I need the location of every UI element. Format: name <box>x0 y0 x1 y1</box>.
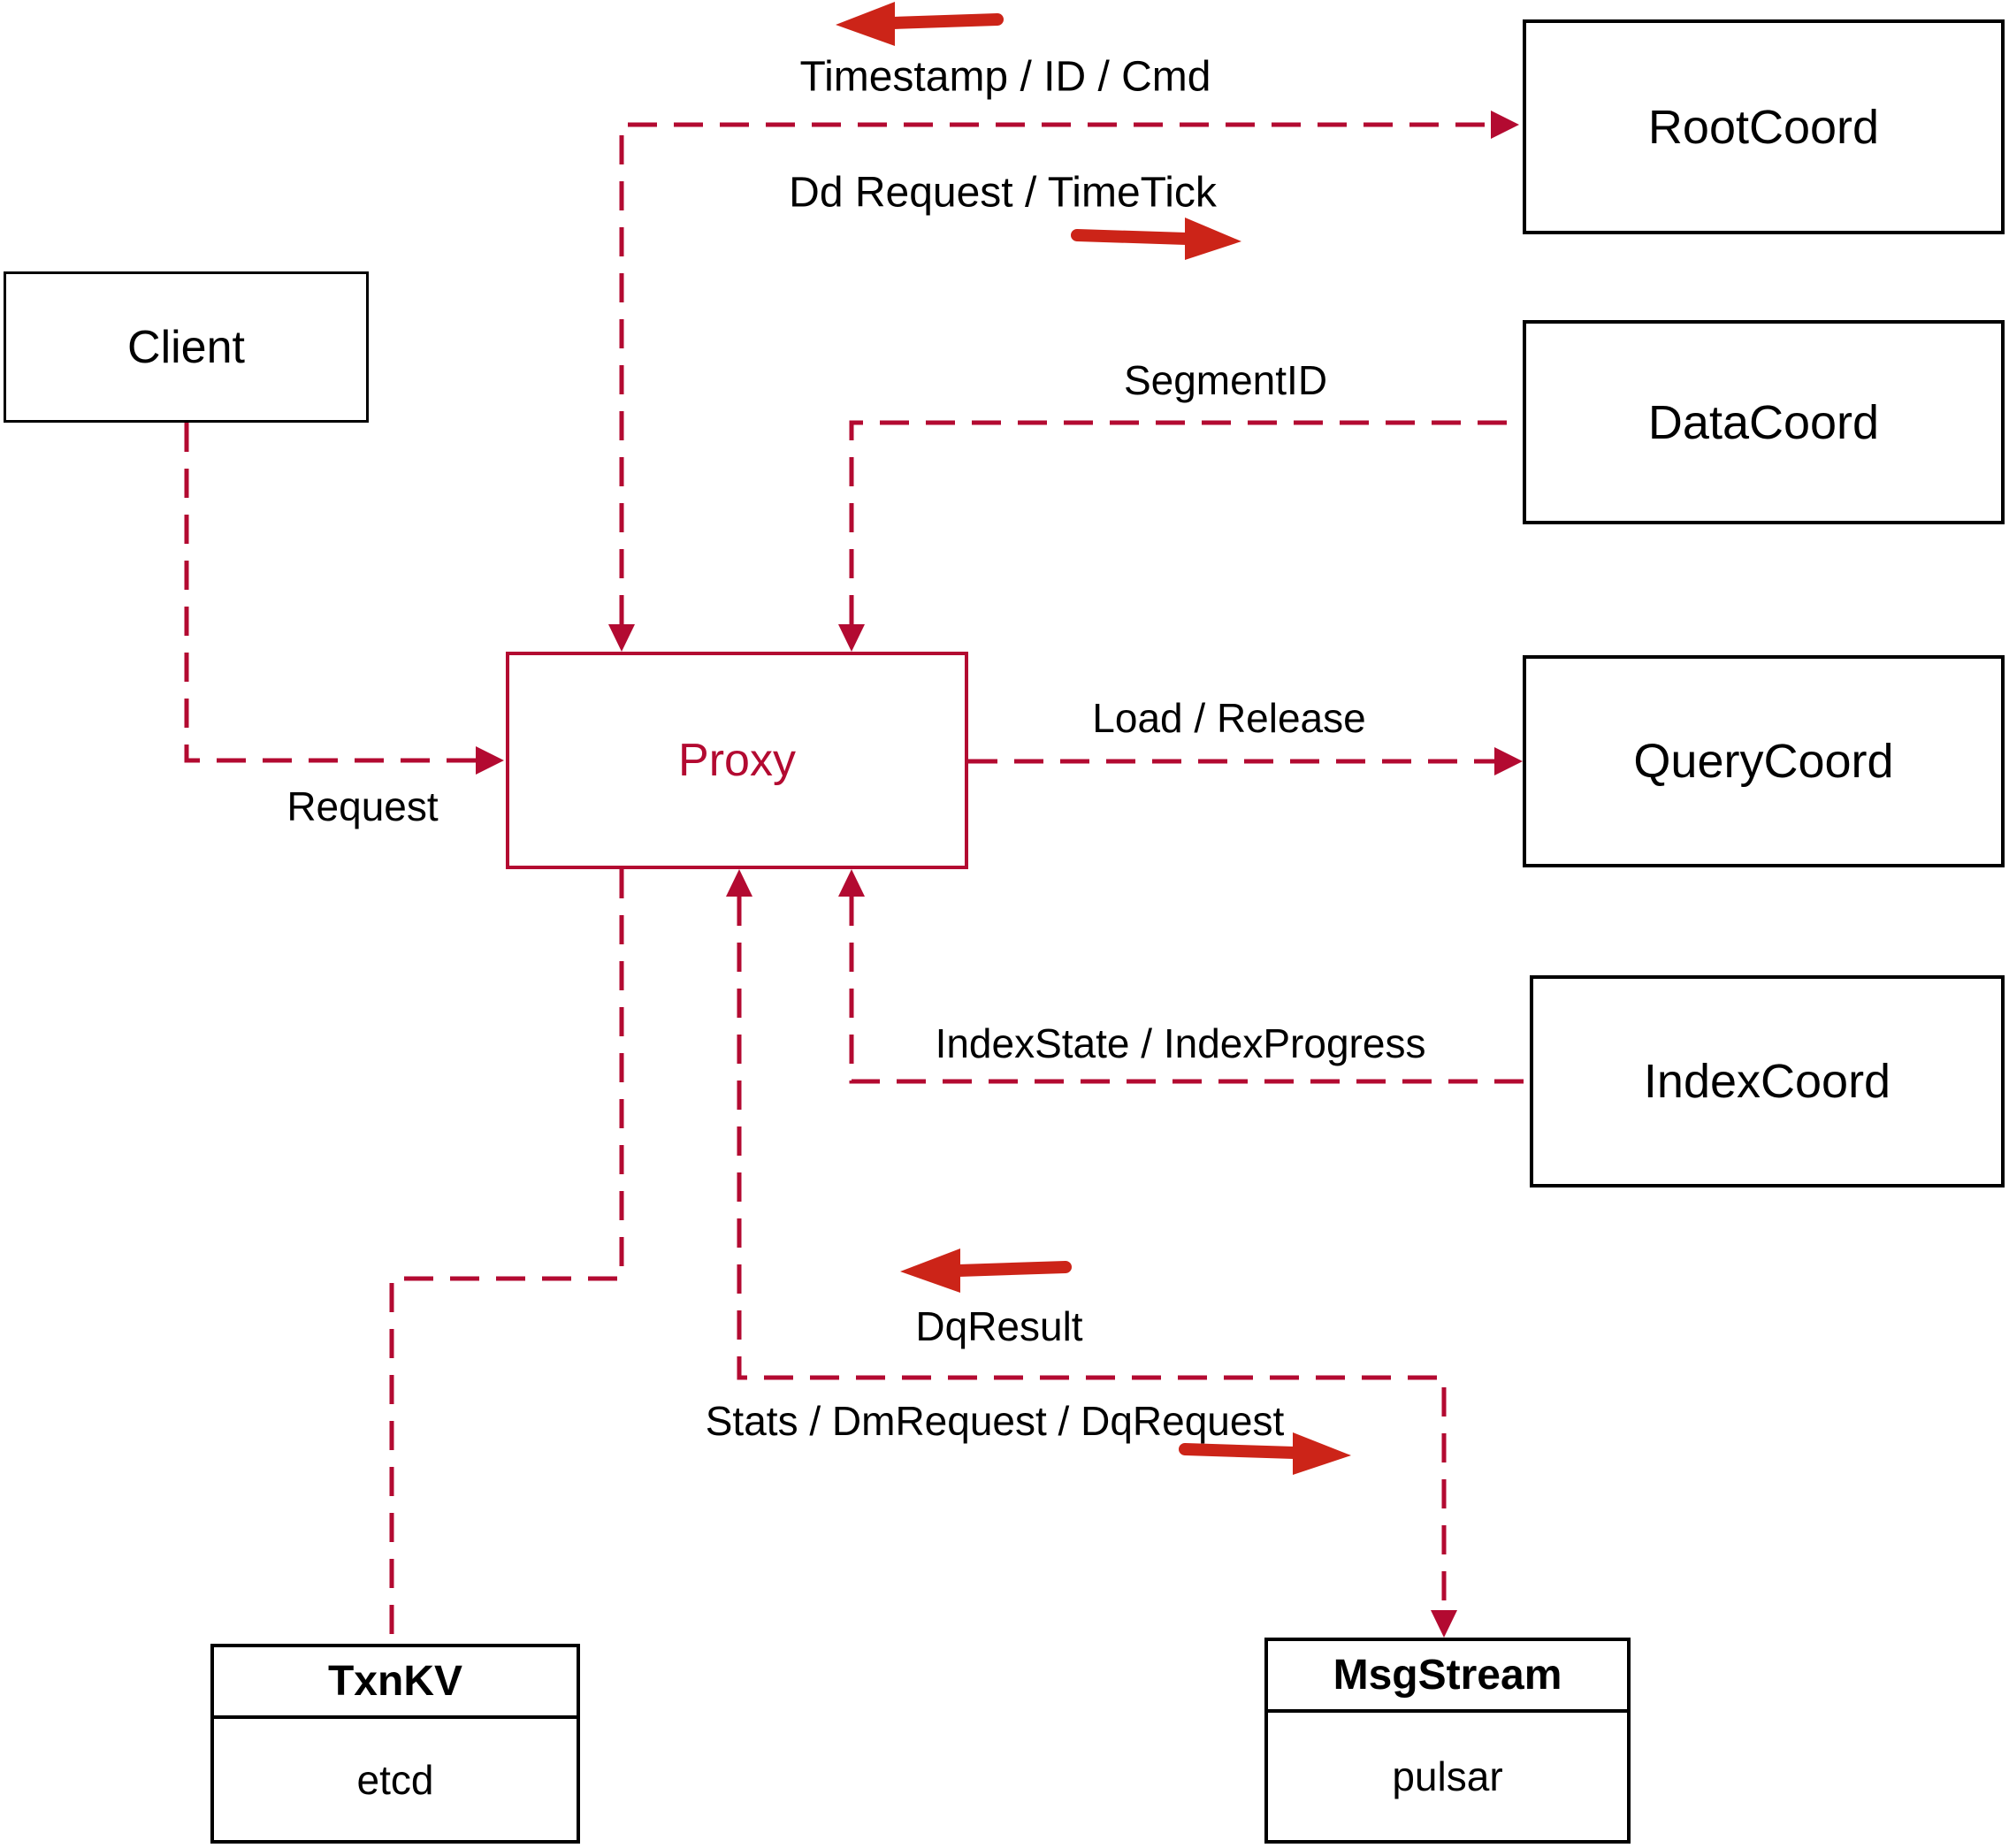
arrowhead-into-proxy-top-left-icon <box>608 624 635 652</box>
edge-client-proxy <box>184 423 476 763</box>
node-txnkv: TxnKV etcd <box>210 1644 580 1844</box>
edge-label-load-release: Load / Release <box>1092 695 1366 741</box>
arrowhead-into-proxy-top-right-icon <box>838 624 865 652</box>
arrow-left-icon <box>900 1249 1072 1293</box>
node-txnkv-title: TxnKV <box>214 1647 577 1719</box>
node-proxy-label: Proxy <box>678 735 796 786</box>
node-proxy: Proxy <box>506 652 968 869</box>
arrowhead-into-querycoord-icon <box>1494 747 1523 775</box>
node-indexcoord-label: IndexCoord <box>1643 1055 1891 1108</box>
node-txnkv-subtitle: etcd <box>356 1756 434 1803</box>
edge-datacoord-proxy <box>849 420 1523 624</box>
node-rootcoord: RootCoord <box>1523 19 2005 234</box>
node-querycoord-label: QueryCoord <box>1633 735 1894 788</box>
edge-label-dd-request-timetick: Dd Request / TimeTick <box>789 169 1217 217</box>
arrowhead-into-proxy-bottom-mid-icon <box>726 869 752 897</box>
edge-proxy-txnkv <box>389 869 624 1644</box>
edge-label-timestamp-id-cmd: Timestamp / ID / Cmd <box>799 53 1211 101</box>
node-indexcoord: IndexCoord <box>1530 975 2005 1187</box>
arrowhead-into-proxy-left-icon <box>476 746 504 775</box>
arrowhead-into-msgstream-icon <box>1431 1610 1457 1638</box>
arrow-left-icon <box>836 2 1004 46</box>
arrowhead-into-rootcoord-icon <box>1491 111 1519 139</box>
node-client: Client <box>4 271 369 423</box>
edge-label-segment-id: SegmentID <box>1123 357 1328 403</box>
node-client-label: Client <box>127 321 245 373</box>
node-msgstream-title: MsgStream <box>1268 1641 1627 1713</box>
edge-label-index-state-progress: IndexState / IndexProgress <box>935 1020 1426 1066</box>
node-datacoord: DataCoord <box>1523 320 2005 524</box>
edge-label-dq-result: DqResult <box>915 1303 1083 1349</box>
node-datacoord-label: DataCoord <box>1647 395 1880 449</box>
edge-label-stats-dm-dq: Stats / DmRequest / DqRequest <box>705 1398 1285 1444</box>
arrow-right-icon <box>1071 218 1241 260</box>
node-msgstream-subtitle: pulsar <box>1392 1753 1503 1799</box>
edge-label-request: Request <box>286 783 439 829</box>
node-rootcoord-label: RootCoord <box>1647 100 1880 154</box>
node-msgstream: MsgStream pulsar <box>1264 1638 1631 1844</box>
node-querycoord: QueryCoord <box>1523 655 2005 867</box>
arrowhead-into-proxy-bottom-right-icon <box>838 869 865 897</box>
edge-proxy-msgstream <box>737 897 1447 1609</box>
